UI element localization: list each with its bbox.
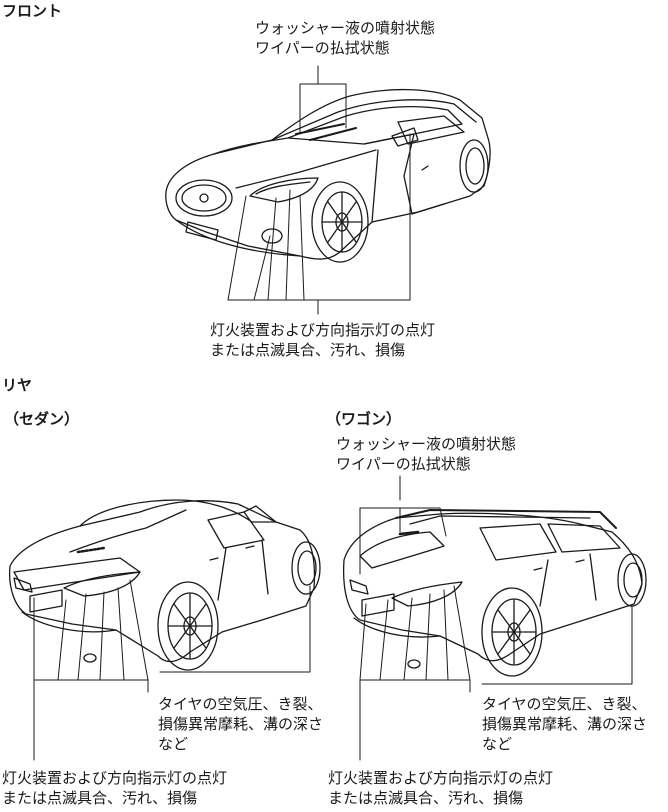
wagon-tire-label: タイヤの空気圧、き裂、 損傷異常摩耗、溝の深さ など [482,694,647,754]
front-heading: フロント [2,2,63,20]
sedan-tire-label-line-3: など [158,735,189,753]
wagon-washer-label-line-2: ワイパーの払拭状態 [336,455,471,473]
front-washer-label-line-2: ワイパーの払拭状態 [255,39,390,57]
rear-wagon-illustration [342,509,647,677]
wagon-washer-label-line-1: ウォッシャー液の噴射状態 [336,435,517,453]
rear-sedan-leader-lines [33,579,311,761]
front-lamp-label-line-1: 灯火装置および方向指示灯の点灯 [210,321,436,339]
front-sedan-illustration [165,88,491,263]
sedan-tire-label-line-1: タイヤの空気圧、き裂、 [158,695,323,713]
wagon-lamp-label: 灯火装置および方向指示灯の点灯 または点滅具合、汚れ、損傷 [328,768,553,808]
rear-sedan-illustration [8,499,321,671]
rear-heading: リヤ [2,376,33,394]
sedan-lamp-label-line-1: 灯火装置および方向指示灯の点灯 [2,769,228,787]
sedan-tire-label: タイヤの空気圧、き裂、 損傷異常摩耗、溝の深さ など [158,694,323,754]
wagon-lamp-label-line-2: または点滅具合、汚れ、損傷 [328,789,524,807]
wagon-tire-label-line-3: など [482,735,513,753]
rear-wagon-leader-lines [359,475,633,761]
wagon-tire-label-line-2: 損傷異常摩耗、溝の深さ [482,715,648,733]
front-lamp-label: 灯火装置および方向指示灯の点灯 または点滅具合、汚れ、損傷 [210,320,435,360]
sedan-lamp-label-line-2: または点滅具合、汚れ、損傷 [2,789,198,807]
front-leader-lines [227,65,411,315]
front-lamp-label-line-2: または点滅具合、汚れ、損傷 [210,341,406,359]
wagon-tire-label-line-1: タイヤの空気圧、き裂、 [482,695,647,713]
wagon-subheading: （ワゴン） [326,410,402,428]
sedan-subheading: （セダン） [4,410,80,428]
front-washer-label-line-1: ウォッシャー液の噴射状態 [255,19,436,37]
wagon-lamp-label-line-1: 灯火装置および方向指示灯の点灯 [328,769,554,787]
sedan-lamp-label: 灯火装置および方向指示灯の点灯 または点滅具合、汚れ、損傷 [2,768,227,808]
front-washer-label: ウォッシャー液の噴射状態 ワイパーの払拭状態 [255,18,435,58]
sedan-tire-label-line-2: 損傷異常摩耗、溝の深さ [158,715,324,733]
wagon-washer-label: ウォッシャー液の噴射状態 ワイパーの払拭状態 [336,434,516,474]
